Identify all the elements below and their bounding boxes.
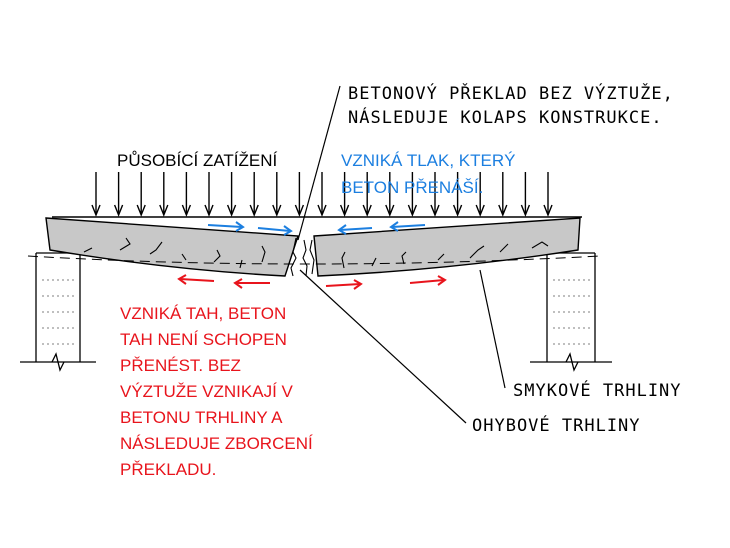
left-support (20, 252, 96, 372)
tension-label-line: VÝZTUŽE VZNIKAJÍ V (120, 382, 294, 401)
load-arrow-head (181, 204, 192, 217)
cracks (83, 237, 549, 277)
right-support (530, 252, 612, 372)
load-arrow-head (543, 204, 553, 217)
load-arrow-head (249, 204, 259, 217)
load-arrow-head (272, 204, 282, 217)
load-arrow-head (498, 204, 508, 217)
load-arrow-head (204, 204, 214, 217)
load-arrow-head (159, 204, 169, 217)
load-arrow-head (362, 204, 372, 217)
compression-arrows (207, 221, 426, 236)
load-arrow-head (136, 204, 146, 217)
load-arrow-head (317, 204, 327, 217)
load-arrow-head (339, 204, 350, 217)
load-arrow-head (407, 204, 418, 217)
load-arrow-head (91, 204, 101, 217)
left-support-hatch (42, 279, 76, 345)
note-unreinforced-line2: NÁSLEDUJE KOLAPS KONSTRUKCE. (348, 106, 663, 128)
tension-label-line: PŘENÉST. BEZ (120, 356, 241, 375)
load-arrow-head (113, 204, 124, 217)
tension-label-line: TAH NENÍ SCHOPEN (120, 330, 287, 349)
beam-right-half (313, 217, 581, 277)
bending-cracks-label: OHYBOVÉ TRHLINY (472, 414, 641, 436)
tension-label-line: PŘEKLADU. (120, 460, 216, 479)
compression-label-line1: VZNIKÁ TLAK, KTERÝ (341, 151, 515, 170)
tension-arrows (177, 274, 447, 290)
tension-label: VZNIKÁ TAH, BETON TAH NENÍ SCHOPEN PŘENÉ… (120, 304, 313, 479)
beam-left-half (45, 217, 299, 277)
right-support-hatch (553, 279, 590, 345)
tension-label-line: VZNIKÁ TAH, BETON (120, 304, 286, 323)
load-arrow-head (430, 204, 440, 217)
load-arrow-head (452, 204, 463, 217)
load-arrows (91, 172, 553, 217)
load-arrow-head (226, 204, 237, 217)
load-arrow-head (385, 204, 395, 217)
load-label: PŮSOBÍCÍ ZATÍŽENÍ (117, 151, 278, 170)
beam-neutral-axis (27, 255, 601, 265)
shear-cracks-label: SMYKOVÉ TRHLINY (513, 379, 682, 401)
load-arrow-head (520, 204, 531, 217)
compression-label-line2: BETON PŘENÁŠÍ. (341, 178, 483, 197)
tension-label-line: NÁSLEDUJE ZBORCENÍ (120, 434, 313, 453)
tension-label-line: BETONU TRHLINY A (120, 408, 283, 427)
load-arrow-head (475, 204, 485, 217)
note-unreinforced-line1: BETONOVÝ PŘEKLAD BEZ VÝZTUŽE, (348, 82, 674, 104)
load-arrow-head (294, 204, 305, 217)
leader-lines (297, 85, 506, 424)
